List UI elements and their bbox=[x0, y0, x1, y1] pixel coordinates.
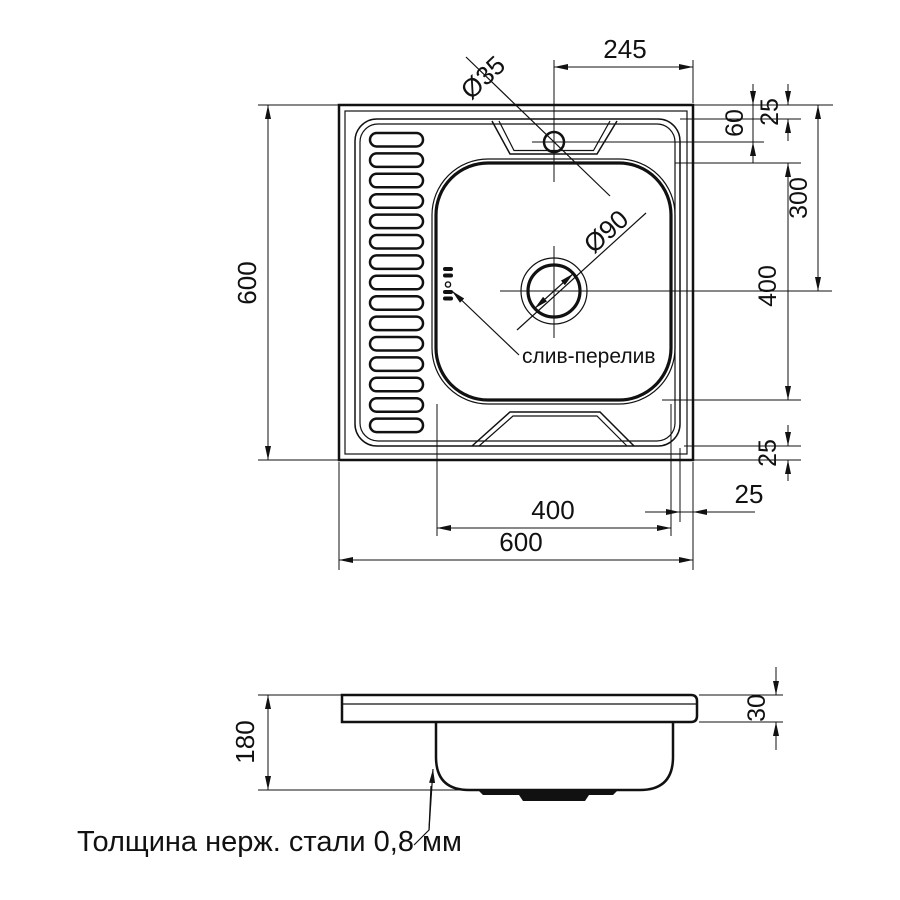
label-faucet-hole-diameter: Ø35 bbox=[455, 50, 511, 105]
dim-bowl-width: 400 bbox=[531, 495, 574, 525]
deck-profile bbox=[340, 693, 699, 724]
dim-top-to-drain-300: 300 bbox=[785, 177, 813, 219]
label-overflow: слив-перелив bbox=[522, 345, 656, 368]
dim-rim-bottom-25: 25 bbox=[754, 439, 782, 467]
dim-faucet-offset-245: 245 bbox=[603, 34, 646, 64]
sink-outer-edge bbox=[337, 103, 695, 462]
note-steel-thickness: Толщина нерж. стали 0,8 мм bbox=[77, 826, 462, 858]
label-drain-diameter: Ø90 bbox=[578, 204, 635, 259]
dim-deck-height-30: 30 bbox=[743, 694, 771, 722]
top-view-dimensions: 245 600 60 25 400 300 25 25 400 600 bbox=[232, 34, 833, 570]
faucet-hole bbox=[542, 130, 566, 154]
drain-diameter-line bbox=[516, 212, 647, 331]
dim-overall-height: 600 bbox=[232, 261, 262, 304]
dim-overall-width: 600 bbox=[499, 527, 542, 557]
drain-stub bbox=[478, 790, 618, 801]
drainboard-ribs bbox=[368, 131, 425, 434]
basin-profile bbox=[434, 722, 675, 792]
faucet-hole-leader bbox=[465, 56, 611, 197]
drain-diameter-arrow-1 bbox=[534, 290, 555, 309]
overflow-symbol bbox=[443, 267, 453, 301]
drain-diameter-arrow-2 bbox=[553, 273, 574, 292]
bottom-recess bbox=[471, 411, 635, 447]
dim-rim-right-25: 25 bbox=[735, 479, 764, 509]
drain-hole bbox=[526, 263, 582, 319]
dim-rim-top-25: 25 bbox=[756, 98, 784, 126]
rim-outline bbox=[354, 118, 681, 447]
dim-bowl-height: 400 bbox=[754, 265, 782, 307]
drain-countersink bbox=[520, 257, 588, 325]
dim-depth-180: 180 bbox=[230, 720, 260, 763]
rim-outline-inner bbox=[359, 123, 676, 442]
overflow-leader bbox=[451, 290, 520, 356]
sink-inner-edge bbox=[344, 110, 688, 455]
top-view: Ø35 Ø90 слив-перелив bbox=[337, 50, 832, 462]
dim-top-to-faucet-60: 60 bbox=[721, 109, 749, 137]
bottom-recess-inner bbox=[478, 415, 628, 447]
side-view: 180 30 Толщина нерж. стали 0,8 мм bbox=[77, 667, 783, 858]
